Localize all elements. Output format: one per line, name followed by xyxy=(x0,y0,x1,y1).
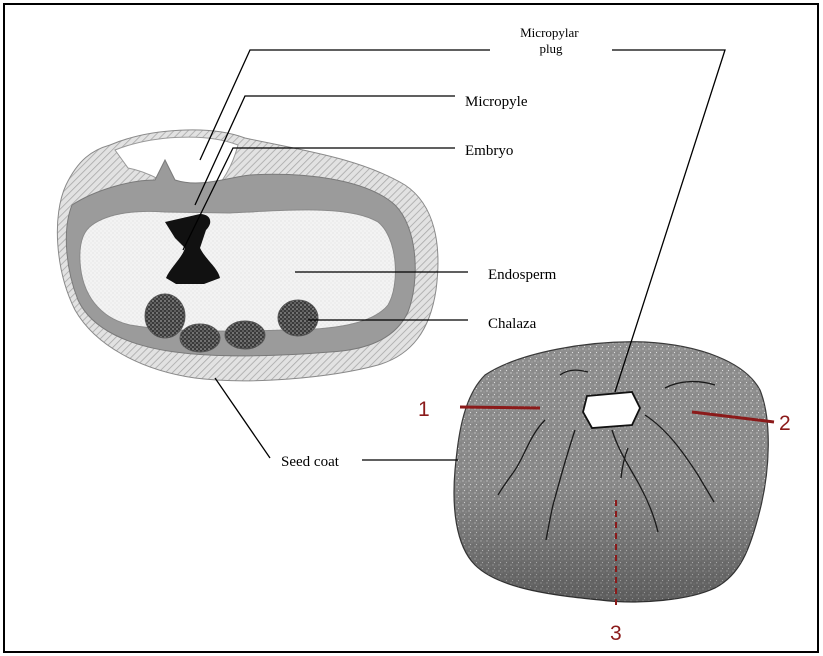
label-micropylar-plug-line2: plug xyxy=(539,41,563,56)
endosperm-region xyxy=(80,210,396,331)
label-endosperm: Endosperm xyxy=(488,267,557,283)
cut-line-1 xyxy=(460,407,540,408)
seed-exterior xyxy=(454,342,768,602)
label-micropyle: Micropyle xyxy=(465,94,528,110)
cut-marker-label-3: 3 xyxy=(610,622,622,645)
label-micropylar-plug-line1: Micropylar xyxy=(520,25,579,40)
micropylar-plug-hole xyxy=(583,392,640,428)
label-chalaza: Chalaza xyxy=(488,316,537,332)
label-seed-coat: Seed coat xyxy=(281,454,340,470)
cut-marker-label-1: 1 xyxy=(418,398,430,421)
label-embryo: Embryo xyxy=(465,143,513,159)
cut-marker-label-2: 2 xyxy=(779,412,791,435)
